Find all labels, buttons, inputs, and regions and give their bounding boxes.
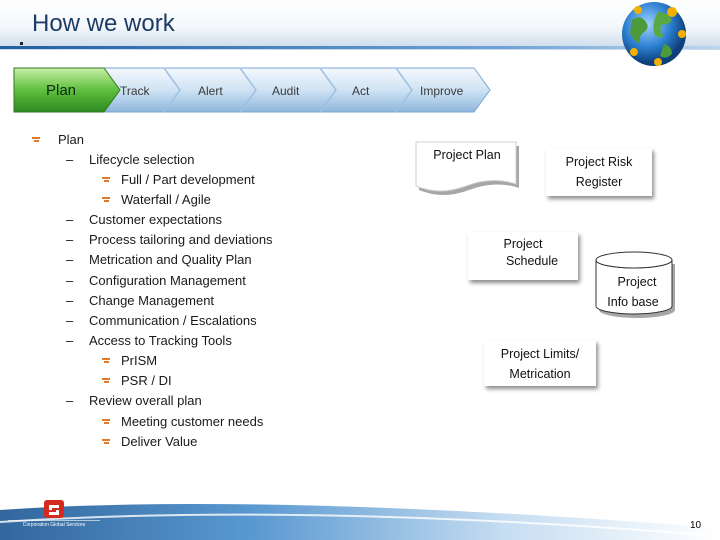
limits-line1: Project Limits/	[500, 347, 580, 361]
process-step-audit[interactable]: Audit	[272, 84, 300, 98]
outline-heading: Plan	[58, 132, 85, 147]
outline-item: Lifecycle selection	[89, 152, 195, 167]
outline-item: Review overall plan	[89, 393, 202, 408]
dash-marker: –	[66, 393, 74, 408]
process-step-act[interactable]: Act	[352, 84, 370, 98]
schedule-line2: Schedule	[505, 254, 559, 268]
dash-marker: –	[66, 333, 74, 348]
dash-marker: –	[66, 232, 74, 247]
bullet-icon	[102, 197, 110, 203]
logo-text: Corporation Global Services	[22, 522, 86, 528]
risk-register-line2: Register	[575, 175, 623, 189]
schedule-card: Project Schedule	[468, 232, 578, 280]
limits-card: Project Limits/ Metrication	[484, 340, 596, 386]
bullet-icon	[102, 439, 110, 445]
info-base-database-icon	[595, 251, 675, 318]
limits-line2: Metrication	[509, 367, 571, 381]
bullet-icon	[102, 419, 110, 425]
info-base-line2: Info base	[607, 295, 659, 309]
bullet-icon	[102, 358, 110, 364]
outline-item: Process tailoring and deviations	[89, 232, 273, 247]
outline-subitem: PrISM	[121, 353, 158, 368]
dash-marker: –	[66, 152, 74, 167]
outline-item: Customer expectations	[89, 212, 222, 227]
plan-chevron	[13, 67, 121, 113]
project-plan-text: Project Plan	[433, 148, 501, 162]
page-number: 10	[690, 520, 702, 531]
outline-subitem: PSR / DI	[121, 373, 172, 388]
project-plan-document-icon	[415, 141, 519, 195]
schedule-line1: Project	[503, 237, 543, 251]
dash-marker: –	[66, 313, 74, 328]
slide-title: How we work	[32, 10, 175, 37]
globe-icon	[622, 2, 686, 66]
outline-item: Configuration Management	[89, 273, 246, 288]
dash-marker: –	[66, 273, 74, 288]
outline-subitem: Meeting customer needs	[121, 414, 264, 429]
outline-subitem: Waterfall / Agile	[121, 192, 211, 207]
footer-band	[0, 504, 720, 540]
outline-item: Communication / Escalations	[89, 313, 257, 328]
info-base-line1: Project	[617, 275, 657, 289]
dash-marker: –	[66, 252, 74, 267]
outline-item: Metrication and Quality Plan	[89, 252, 252, 267]
outline-subitem: Deliver Value	[121, 434, 198, 449]
company-logo: Corporation Global Services	[8, 498, 100, 534]
slide-header	[0, 0, 720, 50]
bullet-icon	[102, 177, 110, 183]
info-base-label: Project Info base	[598, 272, 668, 312]
dash-marker: –	[66, 293, 74, 308]
process-flow	[13, 67, 491, 113]
process-step-improve[interactable]: Improve	[420, 84, 464, 98]
risk-register-line1: Project Risk	[565, 155, 633, 169]
process-step-plan[interactable]: Plan	[46, 82, 77, 99]
process-step-track[interactable]: Track	[120, 84, 150, 98]
outline-subitem: Full / Part development	[121, 172, 255, 187]
bullet-icon	[102, 378, 110, 384]
title-marker	[20, 42, 23, 45]
header-divider	[0, 46, 720, 49]
logo-mark-icon	[8, 500, 100, 521]
outline-item: Access to Tracking Tools	[89, 333, 232, 348]
outline-item: Change Management	[89, 293, 215, 308]
risk-register-card: Project Risk Register	[546, 148, 652, 196]
process-step-alert[interactable]: Alert	[198, 84, 223, 98]
dash-marker: –	[66, 212, 74, 227]
bullet-icon	[32, 137, 40, 143]
project-plan-label: Project Plan	[412, 148, 522, 162]
